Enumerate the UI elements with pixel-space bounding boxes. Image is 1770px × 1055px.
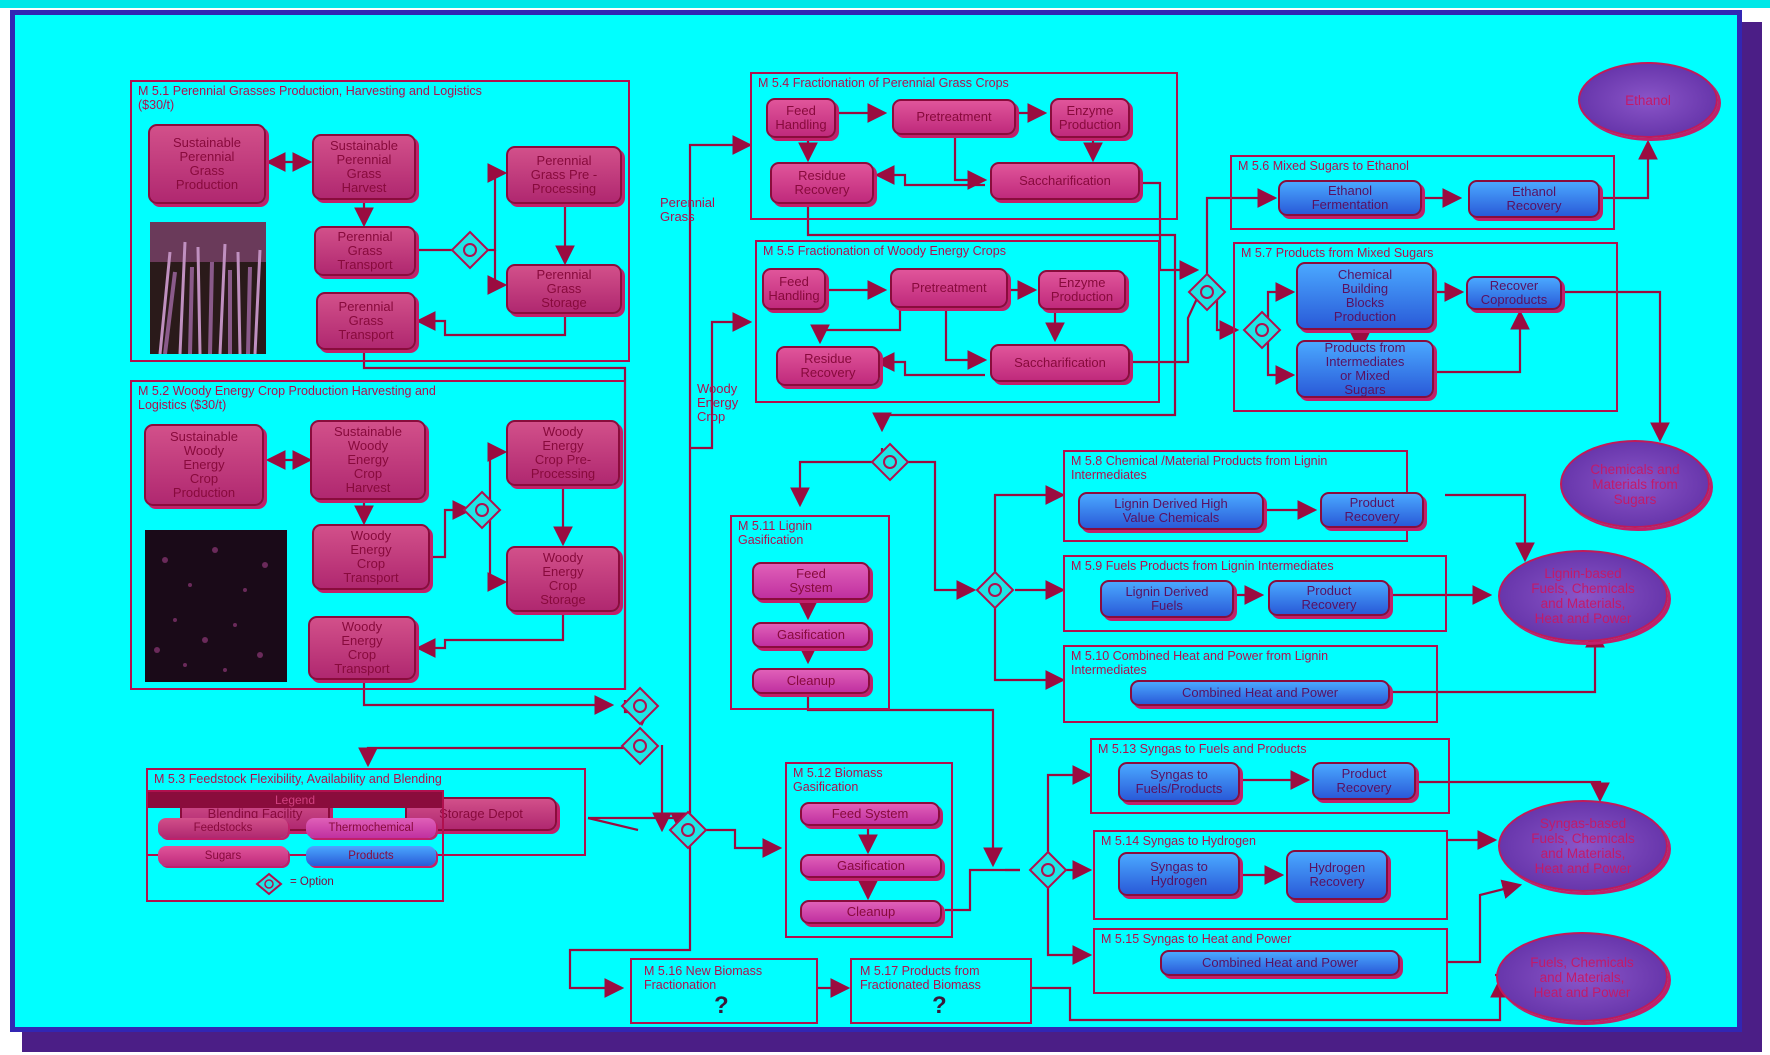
module-m5-4-title: M 5.4 Fractionation of Perennial Grass C… — [758, 76, 1009, 90]
chemical-building-blocks-production: Chemical Building Blocks Production — [1296, 262, 1434, 330]
products-from-intermediates: Products from Intermediates or Mixed Sug… — [1296, 340, 1434, 398]
woody-crop-storage: Woody Energy Crop Storage — [506, 546, 620, 612]
m5-10-combined-heat-and-power: Combined Heat and Power — [1130, 680, 1390, 706]
module-m5-13-title: M 5.13 Syngas to Fuels and Products — [1098, 742, 1307, 756]
module-m5-10: M 5.10 Combined Heat and Power from Lign… — [1063, 645, 1438, 723]
module-m5-4: M 5.4 Fractionation of Perennial Grass C… — [750, 72, 1178, 220]
module-m5-2: M 5.2 Woody Energy Crop Production Harve… — [130, 380, 626, 690]
module-m5-13: M 5.13 Syngas to Fuels and Products — [1090, 738, 1450, 814]
module-m5-8-title: M 5.8 Chemical /Material Products from L… — [1071, 454, 1328, 482]
module-m5-9-title: M 5.9 Fuels Products from Lignin Interme… — [1071, 559, 1334, 573]
m5-4-saccharification: Saccharification — [990, 162, 1140, 200]
ethanol-fermentation: Ethanol Fermentation — [1278, 180, 1422, 216]
legend-option-icon — [255, 872, 283, 896]
module-m5-1: M 5.1 Perennial Grasses Production, Harv… — [130, 80, 630, 362]
module-m5-5: M 5.5 Fractionation of Woody Energy Crop… — [755, 240, 1160, 403]
perennial-grass-storage: Perennial Grass Storage — [506, 264, 622, 314]
m5-12-gasification: Gasification — [800, 854, 942, 878]
grass-photo — [150, 222, 266, 354]
m5-13-product-recovery: Product Recovery — [1312, 762, 1416, 800]
m5-5-feed-handling: Feed Handling — [762, 268, 826, 310]
legend-title: Legend — [148, 792, 442, 808]
module-m5-12: M 5.12 Biomass Gasification — [785, 762, 953, 938]
m5-5-enzyme-production: Enzyme Production — [1038, 270, 1126, 310]
woody-crop-transport-2: Woody Energy Crop Transport — [308, 616, 416, 680]
question-mark-m5-16: ? — [714, 992, 729, 1019]
woody-crop-transport-1: Woody Energy Crop Transport — [312, 524, 430, 590]
legend-feedstocks: Feedstocks — [158, 818, 288, 838]
m5-9-product-recovery: Product Recovery — [1268, 580, 1390, 616]
sustainable-woody-crop-production: Sustainable Woody Energy Crop Production — [144, 424, 264, 506]
lignin-derived-high-value-chemicals: Lignin Derived High Value Chemicals — [1078, 492, 1264, 530]
top-strip — [0, 0, 1770, 8]
module-m5-14-title: M 5.14 Syngas to Hydrogen — [1101, 834, 1256, 848]
module-m5-6-title: M 5.6 Mixed Sugars to Ethanol — [1238, 159, 1409, 173]
sustainable-perennial-grass-harvest: Sustainable Perennial Grass Harvest — [312, 134, 416, 200]
module-m5-8: M 5.8 Chemical /Material Products from L… — [1063, 450, 1408, 542]
fuels-chemicals-materials-output: Fuels, Chemicals and Materials, Heat and… — [1496, 932, 1668, 1022]
module-m5-1-title: M 5.1 Perennial Grasses Production, Harv… — [138, 84, 482, 112]
recover-coproducts: Recover Coproducts — [1466, 276, 1562, 310]
lignin-based-outputs: Lignin-based Fuels, Chemicals and Materi… — [1498, 550, 1668, 642]
m5-11-feed-system: Feed System — [752, 562, 870, 600]
perennial-grass-transport-2: Perennial Grass Transport — [316, 292, 416, 350]
ethanol-output: Ethanol — [1578, 62, 1718, 138]
module-m5-12-title: M 5.12 Biomass Gasification — [793, 766, 883, 794]
m5-8-product-recovery: Product Recovery — [1320, 492, 1424, 528]
m5-15-combined-heat-and-power: Combined Heat and Power — [1160, 950, 1400, 976]
syngas-to-fuels-products: Syngas to Fuels/Products — [1118, 762, 1240, 802]
m5-5-pretreatment: Pretreatment — [890, 268, 1008, 308]
m5-12-feed-system: Feed System — [800, 802, 940, 826]
module-m5-11-title: M 5.11 Lignin Gasification — [738, 519, 813, 547]
module-m5-10-title: M 5.10 Combined Heat and Power from Lign… — [1071, 649, 1329, 677]
m5-11-cleanup: Cleanup — [752, 668, 870, 694]
module-m5-15-title: M 5.15 Syngas to Heat and Power — [1101, 932, 1292, 946]
module-m5-9: M 5.9 Fuels Products from Lignin Interme… — [1063, 555, 1447, 632]
module-m5-17-title: M 5.17 Products from Fractionated Biomas… — [860, 964, 981, 992]
module-m5-5-title: M 5.5 Fractionation of Woody Energy Crop… — [763, 244, 1006, 258]
m5-11-gasification: Gasification — [752, 622, 870, 648]
module-m5-6: M 5.6 Mixed Sugars to Ethanol — [1230, 155, 1615, 230]
perennial-grass-transport-1: Perennial Grass Transport — [314, 226, 416, 276]
lignin-derived-fuels: Lignin Derived Fuels — [1100, 580, 1234, 618]
module-m5-14: M 5.14 Syngas to Hydrogen — [1093, 830, 1448, 920]
m5-5-residue-recovery: Residue Recovery — [776, 346, 880, 386]
module-m5-3-title: M 5.3 Feedstock Flexibility, Availabilit… — [154, 772, 442, 786]
legend: Legend Feedstocks Thermochemical Sugars … — [146, 790, 444, 902]
module-m5-7-title: M 5.7 Products from Mixed Sugars — [1241, 246, 1434, 260]
module-m5-17: M 5.17 Products from Fractionated Biomas… — [850, 958, 1032, 1024]
m5-4-pretreatment: Pretreatment — [892, 99, 1016, 135]
module-m5-15: M 5.15 Syngas to Heat and Power — [1093, 928, 1448, 994]
m5-4-residue-recovery: Residue Recovery — [770, 162, 874, 204]
syngas-to-hydrogen: Syngas to Hydrogen — [1118, 852, 1240, 896]
question-mark-m5-17: ? — [932, 992, 947, 1019]
module-m5-16-title: M 5.16 New Biomass Fractionation — [644, 964, 763, 992]
m5-12-cleanup: Cleanup — [800, 900, 942, 924]
hydrogen-recovery: Hydrogen Recovery — [1286, 850, 1388, 900]
perennial-grass-label: Perennial Grass — [660, 195, 715, 224]
legend-products: Products — [306, 846, 436, 866]
woody-crop-preprocessing: Woody Energy Crop Pre- Processing — [506, 420, 620, 486]
legend-option-label: = Option — [290, 876, 334, 888]
module-m5-16: M 5.16 New Biomass Fractionation ? — [630, 958, 818, 1024]
legend-sugars: Sugars — [158, 846, 288, 866]
option-diamond — [450, 230, 490, 270]
module-m5-2-title: M 5.2 Woody Energy Crop Production Harve… — [138, 384, 436, 412]
sustainable-woody-crop-harvest: Sustainable Woody Energy Crop Harvest — [310, 420, 426, 500]
ethanol-recovery: Ethanol Recovery — [1468, 180, 1600, 218]
syngas-based-outputs: Syngas-based Fuels, Chemicals and Materi… — [1498, 800, 1668, 892]
perennial-grass-preprocessing: Perennial Grass Pre - Processing — [506, 146, 622, 204]
m5-4-enzyme-production: Enzyme Production — [1050, 98, 1130, 138]
woody-crop-photo — [145, 530, 287, 682]
m5-5-saccharification: Saccharification — [990, 344, 1130, 382]
legend-thermochemical: Thermochemical — [306, 818, 436, 838]
woody-energy-crop-label: Woody Energy Crop — [697, 381, 739, 424]
module-m5-11: M 5.11 Lignin Gasification — [730, 515, 890, 710]
module-m5-7: M 5.7 Products from Mixed Sugars — [1233, 242, 1618, 412]
sustainable-perennial-grass-production: Sustainable Perennial Grass Production — [148, 124, 266, 204]
m5-4-feed-handling: Feed Handling — [766, 98, 836, 138]
chemicals-materials-from-sugars: Chemicals and Materials from Sugars — [1560, 440, 1710, 528]
